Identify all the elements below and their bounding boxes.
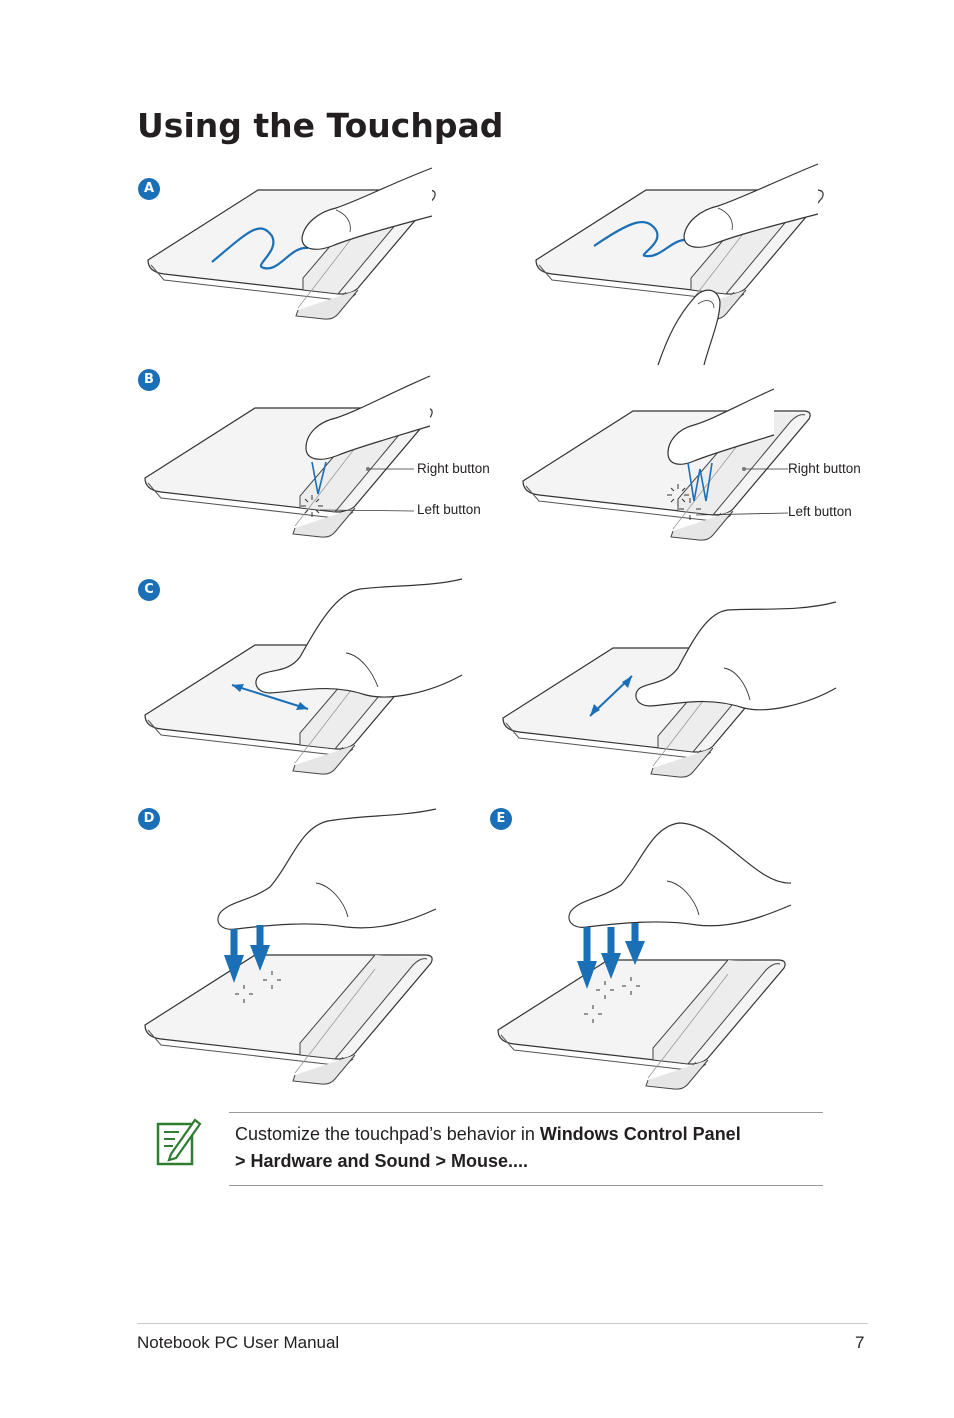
section-badge-b: B <box>138 369 160 391</box>
note-path-part-1: Windows Control Panel <box>539 1124 741 1144</box>
left-button-label-1: Left button <box>417 502 481 517</box>
right-button-label-2: Right button <box>788 461 861 476</box>
note-bottom-rule <box>229 1185 823 1186</box>
note-path-part-2: > Hardware and Sound > Mouse.... <box>235 1151 529 1171</box>
section-badge-a: A <box>138 178 160 200</box>
illustration-b-left-right-click <box>144 375 433 538</box>
illustration-c-two-finger-horizontal-scroll <box>144 578 463 775</box>
note-text: Customize the touchpad’s behavior in Win… <box>235 1121 825 1175</box>
section-badge-c: C <box>138 579 160 601</box>
footer-manual-title: Notebook PC User Manual <box>137 1333 340 1352</box>
illustration-c-two-finger-vertical-scroll <box>502 601 837 778</box>
section-badge-e: E <box>490 808 512 830</box>
section-badge-d: D <box>138 808 160 830</box>
illustration-a-one-finger-slide <box>147 167 436 320</box>
right-button-label-1: Right button <box>417 461 490 476</box>
footer-rule <box>137 1323 868 1324</box>
page-title: Using the Touchpad <box>137 106 504 145</box>
illustration-b-double-click <box>522 388 811 541</box>
note-intro: Customize the touchpad’s behavior in <box>235 1124 540 1144</box>
note-top-rule <box>229 1112 823 1113</box>
illustration-a-finger-with-button <box>535 163 824 366</box>
illustration-d-two-finger-tap <box>144 808 437 1085</box>
note-pencil-icon <box>156 1118 202 1166</box>
footer-page-number: 7 <box>855 1333 865 1352</box>
illustration-e-three-finger-tap <box>497 822 792 1090</box>
left-button-label-2: Left button <box>788 504 852 519</box>
